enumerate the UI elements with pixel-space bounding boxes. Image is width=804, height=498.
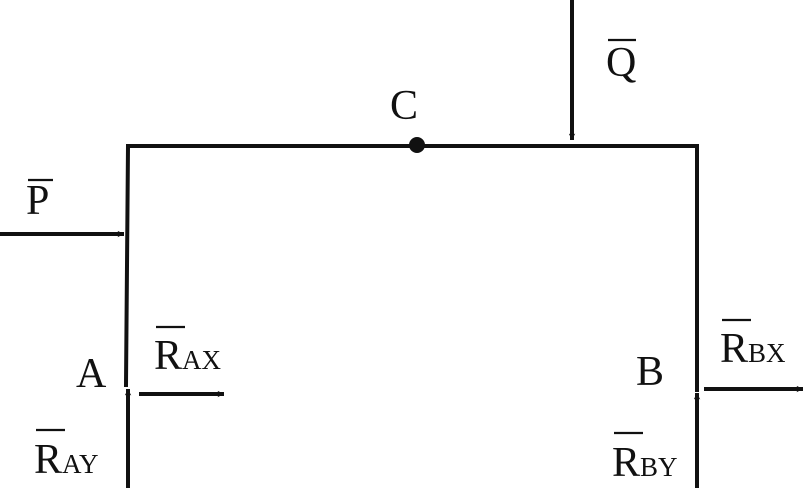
- force-arrows: [0, 0, 803, 488]
- point-a-label: A: [76, 351, 107, 397]
- rbx-main: R: [720, 326, 748, 372]
- rbx-sub: BX: [748, 338, 786, 368]
- ray-main: R: [34, 437, 62, 483]
- point-b-label: B: [636, 349, 664, 395]
- rby-main: R: [612, 440, 640, 486]
- vector-overbars: [28, 38, 751, 435]
- rax-main: R: [154, 333, 182, 379]
- point-c-label: C: [390, 83, 418, 129]
- left-column: [123, 143, 131, 388]
- reaction-rbx-label: RBX: [720, 326, 786, 372]
- rax-sub: AX: [182, 345, 221, 375]
- reaction-ray-label: RAY: [34, 437, 99, 483]
- hinge-c-dot: [409, 137, 425, 153]
- reaction-rax-label: RAX: [154, 333, 222, 379]
- reaction-rby-label: RBY: [612, 440, 678, 486]
- force-p-label: P: [26, 178, 49, 224]
- ray-sub: AY: [62, 449, 99, 479]
- rby-sub: BY: [640, 452, 678, 482]
- force-q-label: Q: [606, 40, 636, 86]
